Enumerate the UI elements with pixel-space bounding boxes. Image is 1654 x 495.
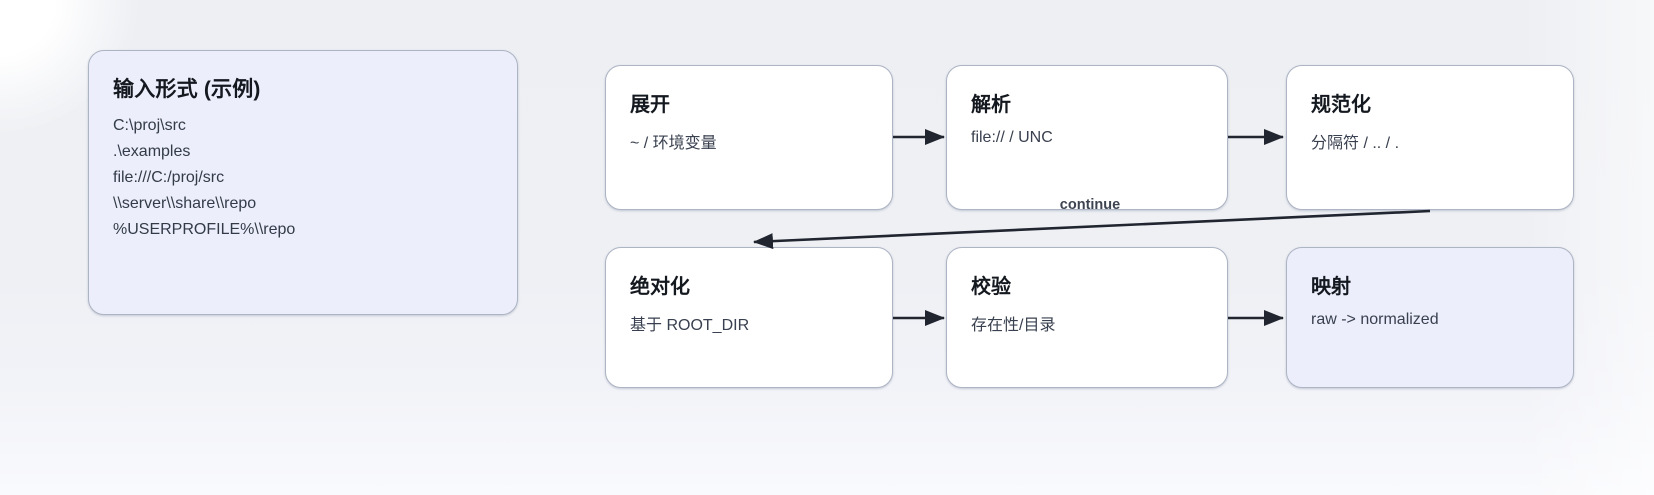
arrow-normalize-to-absolutize xyxy=(753,209,1431,250)
flow-node-validate: 校验 存在性/目录 xyxy=(946,247,1228,388)
node-subtitle: file:// / UNC xyxy=(971,129,1053,146)
flow-node-normalize: 规范化 分隔符 / .. / . xyxy=(1286,65,1574,210)
example-path: file:///C:/proj/src xyxy=(113,169,225,186)
input-examples-card: 输入形式 (示例) C:\proj\src .\examples file://… xyxy=(88,50,518,315)
node-title: 绝对化 xyxy=(630,276,690,298)
edge-label-continue: continue xyxy=(1059,197,1121,213)
flow-node-absolutize: 绝对化 基于 ROOT_DIR xyxy=(605,247,893,388)
node-title: 校验 xyxy=(971,276,1011,298)
node-subtitle: raw -> normalized xyxy=(1311,311,1439,328)
node-subtitle: ~ / 环境变量 xyxy=(630,135,717,152)
flow-node-expand: 展开 ~ / 环境变量 xyxy=(605,65,893,210)
example-path: %USERPROFILE%\\repo xyxy=(113,221,296,238)
node-subtitle: 存在性/目录 xyxy=(971,317,1056,334)
node-title: 解析 xyxy=(971,94,1011,116)
node-title: 规范化 xyxy=(1311,94,1371,116)
node-subtitle: 分隔符 / .. / . xyxy=(1311,135,1400,152)
example-path: .\examples xyxy=(113,143,191,160)
example-path: \\server\\share\\repo xyxy=(113,195,257,212)
input-examples-title: 输入形式 (示例) xyxy=(113,78,261,101)
flow-node-map: 映射 raw -> normalized xyxy=(1286,247,1574,388)
node-subtitle: 基于 ROOT_DIR xyxy=(630,317,750,334)
flow-node-parse: 解析 file:// / UNC xyxy=(946,65,1228,210)
node-title: 映射 xyxy=(1311,276,1351,298)
example-path: C:\proj\src xyxy=(113,117,186,134)
node-title: 展开 xyxy=(630,94,670,116)
